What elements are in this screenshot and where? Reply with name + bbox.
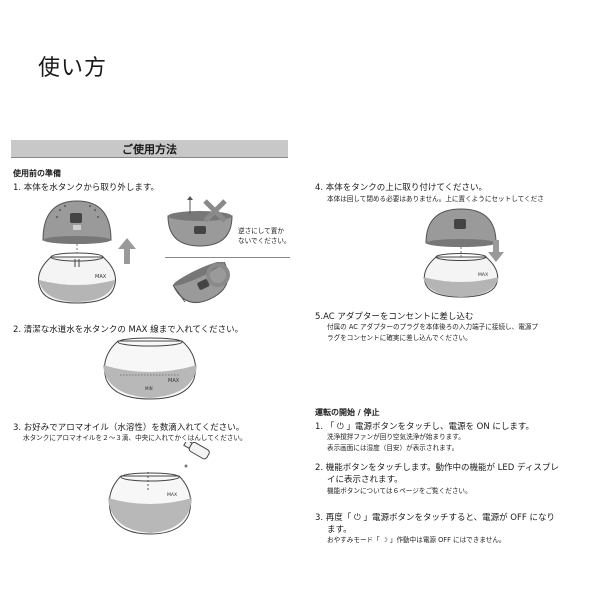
step1-caution-line2: ないでください。 [238,237,291,245]
op-step-3-line2: ます。 [327,525,352,535]
step1-caution-line1: 逆さにして置か [238,227,284,235]
svg-text:MAX: MAX [167,492,177,498]
ng-x-mark-icon [203,199,227,223]
ok-circle-icon [206,263,230,287]
step-1: 1. 本体を水タンクから取り外します。 [13,183,159,193]
section-header-bar: ご使用方法 [11,140,288,158]
op-step-1-note-line2: 表示画面には湿度（目安）が表示されます。 [327,444,459,452]
op-step-3-line1: 3. 再度「 ⏻ 」電源ボタンをタッチすると、電源が OFF になり [315,513,555,523]
arrow-up-icon [118,238,136,264]
step-4-note: 本体は回して閉める必要はありません。上に置くようにセットしてくださ [327,195,544,203]
operation-heading: 運転の開始 / 停止 [315,408,380,417]
step-5-note-line2: ラグをコンセントに確実に差し込んでください。 [327,334,472,342]
section-title: ご使用方法 [122,143,177,156]
op-step-2-line2: イに表示されます。 [327,475,403,485]
op-step-1: 1. 「 ⏻ 」電源ボタンをタッチし、電源を ON にします。 [315,422,535,432]
step3-tank-illustration: MAX [108,472,192,535]
op-step-2-line1: 2. 機能ボタンをタッチします。動作中の機能が LED ディスプレ [315,463,559,473]
step2-tank-illustration: MAX MIN [103,337,197,400]
svg-text:MIN: MIN [145,386,153,391]
step-5-note-line1: 付属の AC アダプターのプラグを本体後ろの入力端子に接続し、電源プ [327,323,539,331]
step-3-note: 水タンクにアロマオイルを２～３滴、中央に入れてかくはんしてください。 [23,434,247,442]
svg-text:MAX: MAX [168,378,180,384]
max-label: MAX [95,274,107,280]
aroma-bottle-illustration [183,442,210,468]
step4-illustration: MAX [423,208,499,298]
page-title: 使い方 [38,56,108,81]
svg-text:MAX: MAX [478,272,488,278]
step-2: 2. 清潔な水道水を水タンクの MAX 線まで入れてください。 [13,325,244,335]
op-step-3-note: おやすみモード「 ☽ 」作動中は電源 OFF にはできません。 [327,536,506,544]
step-3: 3. お好みでアロマオイル（水溶性）を数滴入れてください。 [13,423,245,433]
upside-down-ng-illustration [167,196,233,247]
step-4: 4. 本体をタンクの上に取り付けてください。 [315,183,488,193]
op-step-2-note: 機能ボタンについては６ページをご覧ください。 [327,487,472,495]
op-step-1-note-line1: 洗浄撹拌ファンが回り空気洗浄が始まります。 [327,433,465,441]
prep-heading: 使用前の準備 [13,169,61,178]
step-5: 5.AC アダプターをコンセントに差し込む [315,312,474,322]
arrow-down-icon [488,240,504,262]
step1-illustration: MAX [38,200,116,304]
divider [165,257,290,258]
